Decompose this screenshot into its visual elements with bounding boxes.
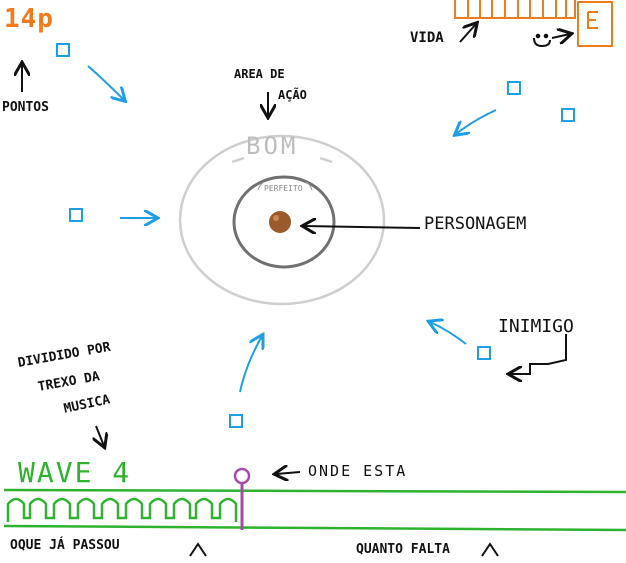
enemy-square xyxy=(69,208,83,222)
enemy-move-arrow-icon xyxy=(239,336,262,393)
song-arrow-icon xyxy=(96,425,104,446)
player-highlight xyxy=(273,215,279,221)
enemy-square xyxy=(229,414,243,428)
waveform-past xyxy=(6,497,238,522)
enemy-move-arrow-icon xyxy=(87,65,124,100)
inner-ring-perfect-zone xyxy=(232,175,336,269)
outer-ring-deco xyxy=(231,156,333,164)
past-arrow-icon xyxy=(189,542,207,557)
progress-marker-arrow-icon xyxy=(276,472,301,474)
enemy-square xyxy=(477,346,491,360)
action-area-label-line2: AÇÃO xyxy=(278,88,307,102)
player-arrow-icon xyxy=(304,226,421,228)
remaining-label: QUANTO FALTA xyxy=(356,542,450,557)
life-bar xyxy=(454,0,576,19)
score-value: 14p xyxy=(4,4,54,34)
score-label: PONTOS xyxy=(2,100,49,115)
player-character xyxy=(269,211,291,233)
progress-track-bottom xyxy=(3,524,626,532)
enemy-square xyxy=(507,81,521,95)
progress-marker-label: ONDE ESTA xyxy=(308,462,408,480)
remaining-arrow-icon xyxy=(481,542,499,557)
past-label: OQUE JÁ PASSOU xyxy=(10,538,120,553)
life-label: VIDA xyxy=(410,30,444,46)
progress-marker xyxy=(233,467,251,530)
inner-ring-label: PERFEITO xyxy=(264,184,303,193)
enemy-square xyxy=(561,108,575,122)
player-label: PERSONAGEM xyxy=(424,214,527,234)
life-arrow-icon xyxy=(459,24,476,43)
wave-label: WAVE 4 xyxy=(18,456,132,489)
inner-ring-deco xyxy=(257,181,313,191)
progress-track-top xyxy=(3,488,626,494)
enemy-move-arrow-icon xyxy=(456,109,497,134)
enemy-label: INIMIGO xyxy=(498,316,574,337)
outer-ring-good-zone xyxy=(178,134,386,306)
enemy-square xyxy=(56,43,70,57)
enemy-move-arrow-icon xyxy=(430,322,467,345)
outer-ring-label: BOM xyxy=(246,132,299,160)
action-area-label-line1: AREA DE xyxy=(234,67,285,81)
life-icon xyxy=(577,1,613,47)
face-doodle-icon xyxy=(533,34,570,48)
enemy-label-arrow-icon xyxy=(510,334,567,374)
